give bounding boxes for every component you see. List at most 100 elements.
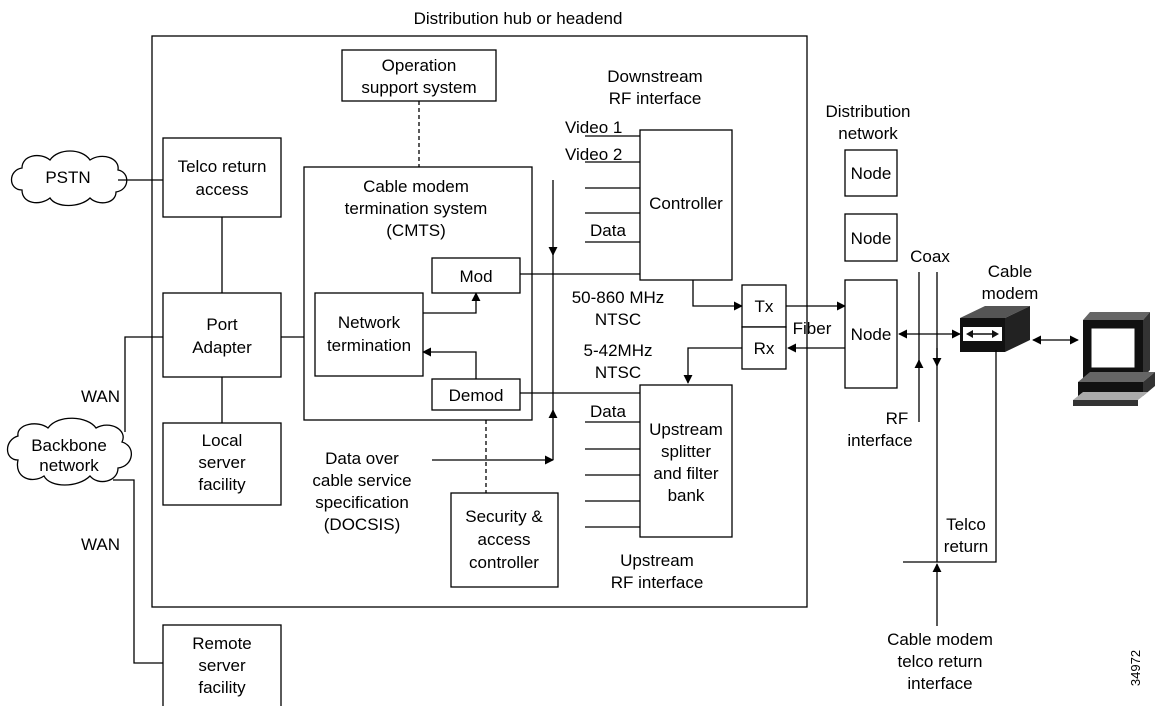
pstn-cloud: PSTN <box>10 150 128 207</box>
svg-text:(CMTS): (CMTS) <box>386 221 445 240</box>
svg-text:50-860 MHz: 50-860 MHz <box>572 288 665 307</box>
svg-text:termination system: termination system <box>345 199 488 218</box>
svg-text:Rx: Rx <box>754 339 775 358</box>
headend-frame <box>151 35 808 608</box>
cable-modem-icon <box>960 306 1030 352</box>
svg-text:and filter: and filter <box>653 464 719 483</box>
svg-text:Node: Node <box>851 164 892 183</box>
svg-text:facility: facility <box>198 475 246 494</box>
demod-box: Demod <box>431 378 521 411</box>
svg-text:(DOCSIS): (DOCSIS) <box>324 515 401 534</box>
svg-text:access: access <box>196 180 249 199</box>
video1-label: Video 1 <box>565 118 622 137</box>
svg-text:support system: support system <box>361 78 476 97</box>
rx-box: Rx <box>741 326 787 370</box>
computer-icon <box>1073 312 1155 406</box>
node-box-2: Node <box>844 213 898 262</box>
svg-text:Cable modem: Cable modem <box>363 177 469 196</box>
svg-text:Node: Node <box>851 325 892 344</box>
node-box-3: Node <box>844 279 898 389</box>
pstn-label: PSTN <box>45 168 90 187</box>
svg-text:specification: specification <box>315 493 409 512</box>
svg-text:Tx: Tx <box>755 297 774 316</box>
svg-text:Local: Local <box>202 431 243 450</box>
svg-text:Remote: Remote <box>192 634 252 653</box>
svg-text:Mod: Mod <box>459 267 492 286</box>
svg-text:modem: modem <box>982 284 1039 303</box>
svg-text:splitter: splitter <box>661 442 711 461</box>
svg-text:Cable modem: Cable modem <box>887 630 993 649</box>
telco-return-access-box: Telco return access <box>162 137 282 218</box>
figure-id: 34972 <box>1128 650 1143 686</box>
svg-text:bank: bank <box>668 486 705 505</box>
svg-text:Cable: Cable <box>988 262 1032 281</box>
remote-server-facility-box: Remote server facility <box>162 624 282 706</box>
cm-telco-return-interface-label: Cable modem telco return interface <box>887 630 993 693</box>
distribution-network-label: Distribution network <box>825 102 910 143</box>
network-termination-box: Network termination <box>314 292 424 377</box>
local-server-facility-box: Local server facility <box>162 422 282 506</box>
backbone-label-2: network <box>39 456 99 475</box>
upstream-rf-label: Upstream RF interface <box>611 551 704 592</box>
cable-modem-label: Cable modem <box>982 262 1039 303</box>
video2-label: Video 2 <box>565 145 622 164</box>
svg-text:RF interface: RF interface <box>611 573 704 592</box>
port-adapter-box: Port Adapter <box>162 292 282 378</box>
security-access-controller-box: Security & access controller <box>450 492 559 588</box>
svg-text:Security &: Security & <box>465 507 543 526</box>
upstream-splitter-box: Upstream splitter and filter bank <box>639 384 733 538</box>
data-down-label: Data <box>590 221 626 240</box>
svg-text:Telco: Telco <box>946 515 986 534</box>
svg-text:access: access <box>478 530 531 549</box>
svg-text:Network: Network <box>338 313 401 332</box>
freq-down-label: 50-860 MHz NTSC <box>572 288 665 329</box>
svg-text:Upstream: Upstream <box>649 420 723 439</box>
svg-text:interface: interface <box>847 431 912 450</box>
svg-text:Upstream: Upstream <box>620 551 694 570</box>
docsis-label: Data over cable service specification (D… <box>312 449 411 534</box>
svg-text:RF interface: RF interface <box>609 89 702 108</box>
controller-box: Controller <box>639 129 733 281</box>
svg-text:Distribution: Distribution <box>825 102 910 121</box>
svg-text:cable service: cable service <box>312 471 411 490</box>
backbone-label-1: Backbone <box>31 436 107 455</box>
svg-text:5-42MHz: 5-42MHz <box>584 341 653 360</box>
svg-text:NTSC: NTSC <box>595 310 641 329</box>
svg-text:NTSC: NTSC <box>595 363 641 382</box>
svg-text:server: server <box>198 656 246 675</box>
fiber-label: Fiber <box>793 319 832 338</box>
svg-text:interface: interface <box>907 674 972 693</box>
svg-text:Node: Node <box>851 229 892 248</box>
svg-text:Operation: Operation <box>382 56 457 75</box>
node-box-1: Node <box>844 149 898 197</box>
svg-text:controller: controller <box>469 553 539 572</box>
svg-text:Telco return: Telco return <box>178 157 267 176</box>
svg-text:termination: termination <box>327 336 411 355</box>
operation-support-system-box: Operation support system <box>341 49 497 102</box>
svg-text:Controller: Controller <box>649 194 723 213</box>
wan-label-top: WAN <box>81 387 120 406</box>
wan-label-bottom: WAN <box>81 535 120 554</box>
svg-text:RF: RF <box>886 409 909 428</box>
svg-text:network: network <box>838 124 898 143</box>
svg-text:return: return <box>944 537 988 556</box>
svg-text:facility: facility <box>198 678 246 697</box>
mod-box: Mod <box>431 257 521 294</box>
data-up-label: Data <box>590 402 626 421</box>
tx-box: Tx <box>741 284 787 328</box>
backbone-network-cloud: Backbone network <box>6 417 132 486</box>
svg-text:Downstream: Downstream <box>607 67 702 86</box>
svg-text:telco return: telco return <box>897 652 982 671</box>
telco-return-label: Telco return <box>944 515 988 556</box>
svg-text:Port: Port <box>206 315 237 334</box>
headend-title: Distribution hub or headend <box>414 9 623 28</box>
downstream-rf-label: Downstream RF interface <box>607 67 702 108</box>
svg-text:Adapter: Adapter <box>192 338 252 357</box>
rf-interface-label: RF interface <box>847 409 912 450</box>
coax-label: Coax <box>910 247 950 266</box>
svg-text:server: server <box>198 453 246 472</box>
freq-up-label: 5-42MHz NTSC <box>584 341 653 382</box>
svg-text:Data over: Data over <box>325 449 399 468</box>
svg-text:Demod: Demod <box>449 386 504 405</box>
